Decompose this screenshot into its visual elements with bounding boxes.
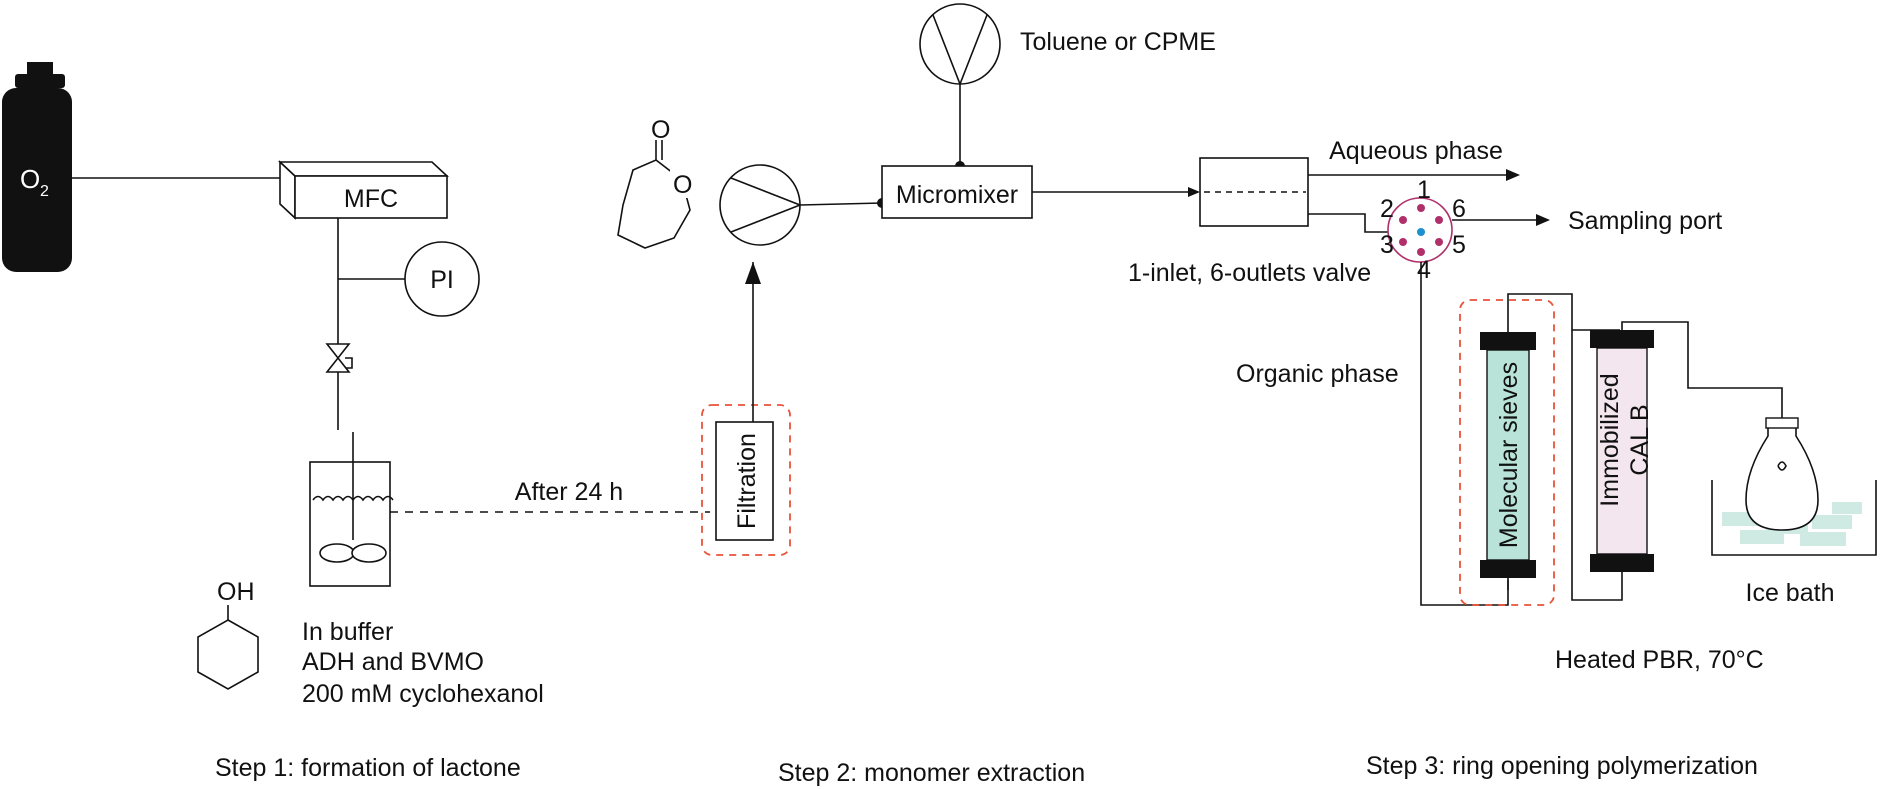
o2-label: O bbox=[20, 164, 40, 194]
buffer-line-1: In buffer bbox=[302, 618, 393, 646]
arrowhead-right-icon bbox=[1536, 214, 1550, 226]
port-3: 3 bbox=[1380, 231, 1394, 259]
filtration-unit: Filtration bbox=[715, 421, 774, 541]
filtration-label: Filtration bbox=[733, 433, 761, 529]
immobilized-label: Immobilized bbox=[1596, 373, 1624, 506]
round-flask-icon bbox=[1745, 417, 1819, 531]
buffer-line-3: 200 mM cyclohexanol bbox=[302, 680, 544, 708]
lactone-oxo-label: O bbox=[651, 116, 670, 144]
immobilized-calb-column: Immobilized CAL B bbox=[1590, 330, 1654, 572]
sieves-to-calb-line bbox=[1571, 330, 1623, 601]
mfc-label: MFC bbox=[344, 185, 398, 213]
o2-subscript: 2 bbox=[40, 183, 49, 200]
toluene-label: Toluene or CPME bbox=[1020, 28, 1216, 56]
port-4: 4 bbox=[1417, 256, 1431, 284]
arrowhead-right-icon bbox=[1188, 187, 1200, 197]
organic-phase-line bbox=[1420, 262, 1509, 606]
caprolactone-structure: O O bbox=[617, 116, 694, 249]
valve-caption: 1-inlet, 6-outlets valve bbox=[1128, 259, 1371, 287]
cyclohexanol-structure: OH bbox=[197, 578, 259, 690]
buffer-line-2: ADH and BVMO bbox=[302, 648, 484, 676]
calb-label: CAL B bbox=[1626, 404, 1654, 475]
pressure-indicator-icon: PI bbox=[404, 241, 480, 317]
needle-valve-icon bbox=[325, 343, 353, 373]
step3-caption: Step 3: ring opening polymerization bbox=[1366, 752, 1758, 780]
filtration-dashed-frame bbox=[701, 404, 791, 556]
micromixer-unit: Micromixer bbox=[881, 165, 1033, 219]
port-2: 2 bbox=[1380, 195, 1394, 223]
heated-pbr-label: Heated PBR, 70°C bbox=[1555, 646, 1764, 674]
oh-label: OH bbox=[217, 578, 255, 606]
port-5: 5 bbox=[1452, 231, 1466, 259]
mfc-unit: MFC bbox=[277, 160, 450, 220]
step2-caption: Step 2: monomer extraction bbox=[778, 759, 1085, 787]
six-port-valve-icon bbox=[1387, 197, 1453, 263]
port-1: 1 bbox=[1417, 176, 1431, 204]
step1-caption: Step 1: formation of lactone bbox=[215, 754, 521, 782]
pump-icon bbox=[719, 164, 803, 246]
lactone-ring-o-label: O bbox=[673, 171, 692, 199]
phase-separator bbox=[1199, 157, 1309, 227]
pi-label: PI bbox=[430, 266, 454, 294]
organic-label: Organic phase bbox=[1236, 360, 1399, 388]
calb-to-flask-line bbox=[1621, 321, 1783, 420]
aqueous-label: Aqueous phase bbox=[1329, 137, 1503, 165]
icebath-label: Ice bath bbox=[1746, 579, 1835, 607]
oxygen-cylinder-icon: O 2 bbox=[2, 62, 72, 272]
arrowhead-up-icon bbox=[745, 262, 761, 284]
micromixer-label: Micromixer bbox=[896, 181, 1018, 209]
after-24h-label: After 24 h bbox=[515, 478, 623, 506]
toluene-pump-icon bbox=[919, 3, 1001, 87]
sieves-label: Molecular sieves bbox=[1495, 362, 1523, 548]
port-6: 6 bbox=[1452, 195, 1466, 223]
stirred-reactor-icon bbox=[309, 432, 394, 587]
sampling-label: Sampling port bbox=[1568, 207, 1722, 235]
molecular-sieves-column: Molecular sieves bbox=[1480, 293, 1620, 578]
arrowhead-right-icon bbox=[1506, 169, 1520, 181]
pump-to-mixer-line bbox=[799, 202, 883, 206]
